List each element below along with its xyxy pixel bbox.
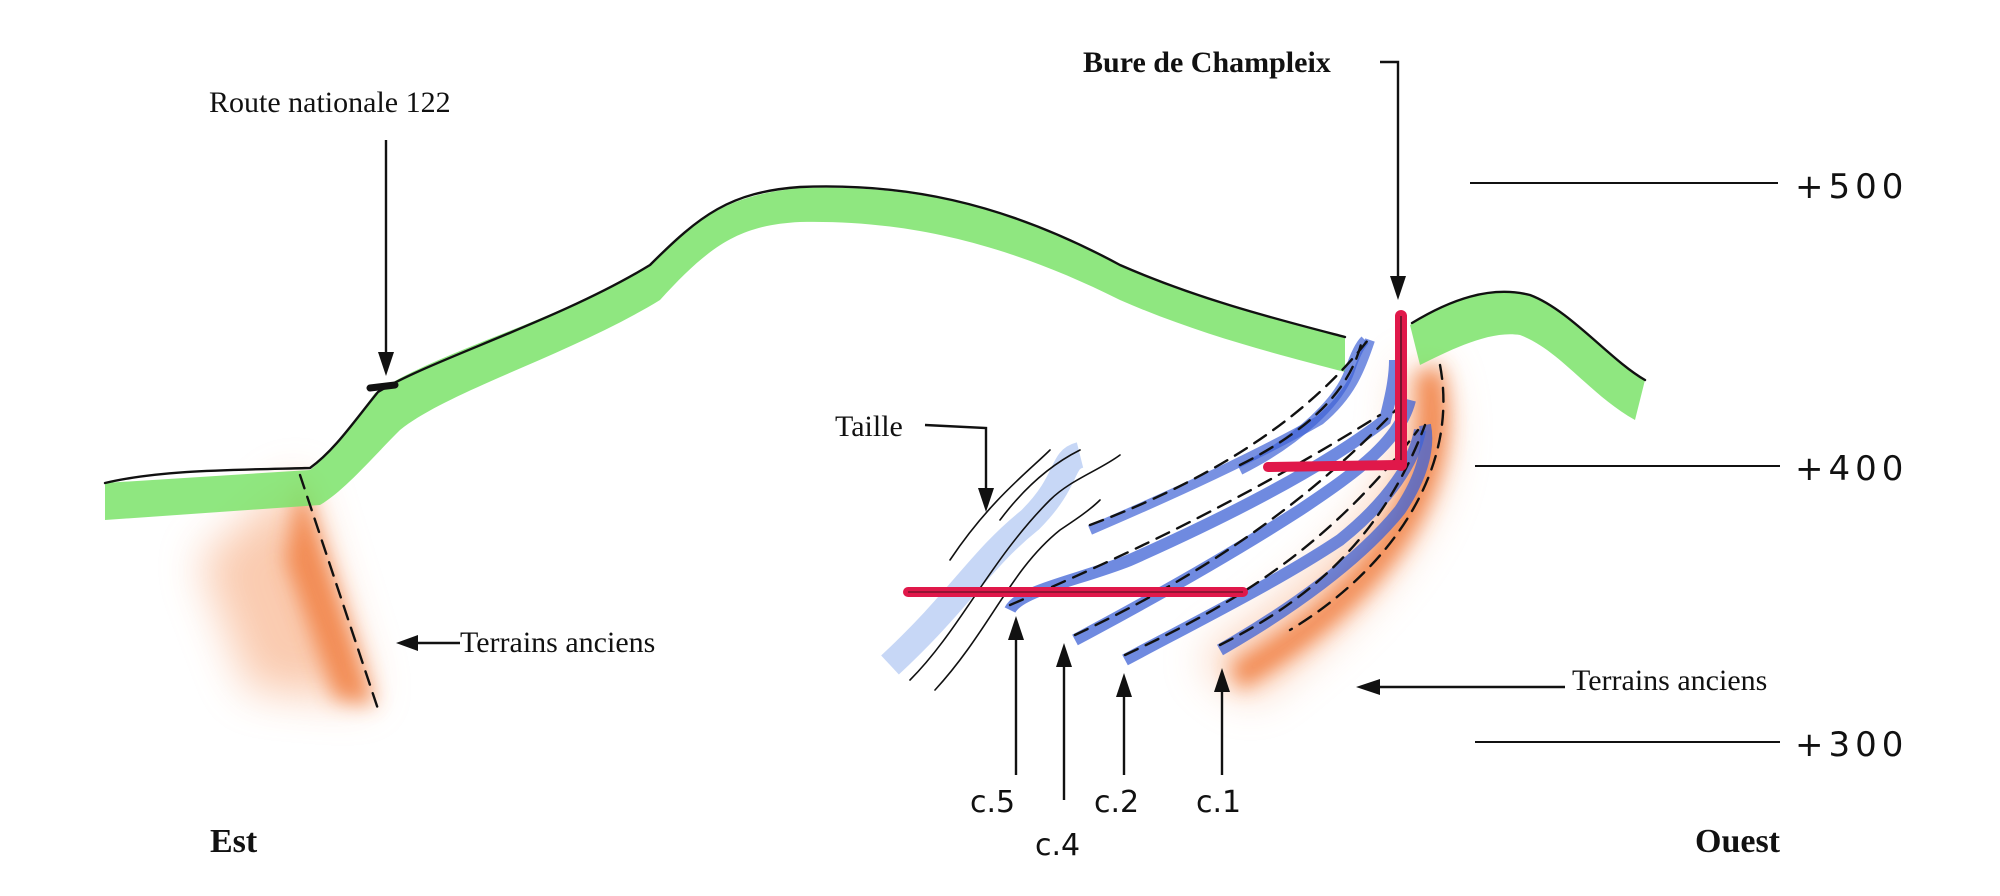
fault-right [1288, 363, 1445, 632]
altitude-300-label: +300 [1795, 725, 1908, 765]
bure-label: Bure de Champleix [1083, 46, 1331, 79]
vein-c2-label: c.2 [1094, 785, 1139, 820]
vein-c1-label: c.1 [1196, 785, 1241, 820]
terrains-left-label: Terrains anciens [460, 626, 655, 659]
est-label: Est [210, 823, 258, 860]
terrains-right-label: Terrains anciens [1572, 664, 1767, 697]
route-label: Route nationale 122 [209, 86, 451, 119]
old-terrain-right [1200, 360, 1448, 700]
vein-c4-label: c.4 [1035, 828, 1080, 863]
ouest-label: Ouest [1695, 823, 1781, 860]
taille-strata [881, 442, 1121, 691]
surface-line-right [1410, 290, 1647, 382]
altitude-scale: +500 +400 +300 [1470, 167, 1908, 765]
old-terrain-left [200, 475, 375, 705]
vein-c5-label: c.5 [970, 785, 1015, 820]
mine-workings [903, 310, 1407, 597]
altitude-500-label: +500 [1795, 167, 1908, 207]
surface-line-left [103, 185, 1347, 485]
callout-arrows [378, 60, 1565, 800]
altitude-400-label: +400 [1795, 449, 1908, 489]
fault-left [298, 473, 382, 717]
coal-veins [1004, 336, 1433, 666]
road-mark [366, 381, 399, 392]
surface-layer [105, 187, 1645, 520]
taille-label: Taille [835, 410, 903, 443]
